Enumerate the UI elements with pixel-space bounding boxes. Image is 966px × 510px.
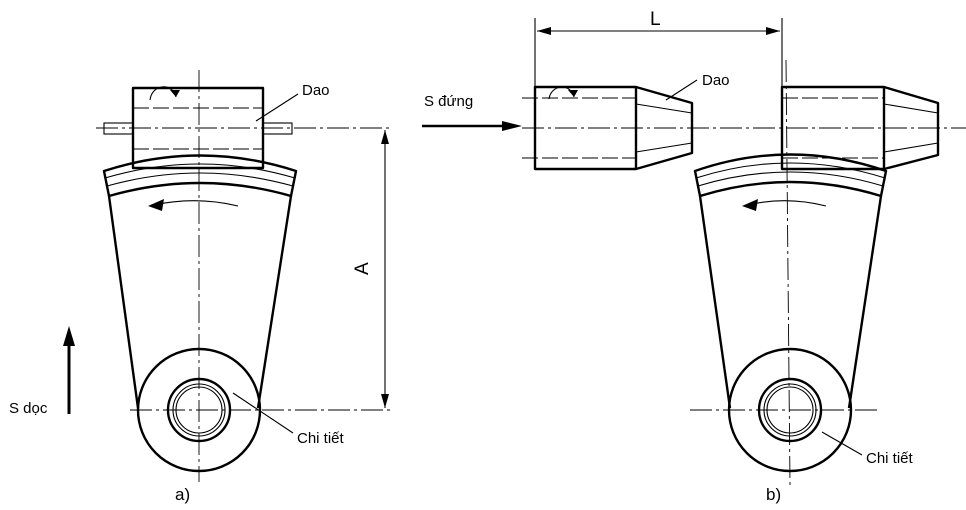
- workpiece-rotation-arrow-a: [148, 199, 164, 211]
- feed-label-b: S đứng: [424, 93, 473, 110]
- dimension-l: L: [534, 9, 783, 86]
- feed-arrow-a: [63, 326, 75, 414]
- workpiece-a: [102, 154, 298, 473]
- caption-b: b): [766, 485, 781, 504]
- dimension-label-l: L: [650, 9, 661, 30]
- workpiece-label-a: Chi tiết: [297, 430, 345, 447]
- dimension-label-a: A: [352, 262, 373, 275]
- workpiece-label-b: Chi tiết: [866, 450, 914, 467]
- feed-arrow-b: [502, 121, 522, 131]
- caption-a: a): [175, 485, 190, 504]
- cutter-rotation-arrow-b: [548, 86, 575, 100]
- figure-a: A S dọc Dao Chi tiết a): [9, 70, 392, 504]
- figure-b: L S đứng: [422, 9, 966, 504]
- workpiece-b: [693, 153, 888, 473]
- tool-label-a: Dao: [302, 82, 330, 99]
- feed-label-a: S dọc: [9, 400, 48, 417]
- workpiece-rotation-arrow-b: [742, 199, 758, 211]
- dimension-a: A: [352, 130, 389, 408]
- tool-label-b: Dao: [702, 72, 730, 89]
